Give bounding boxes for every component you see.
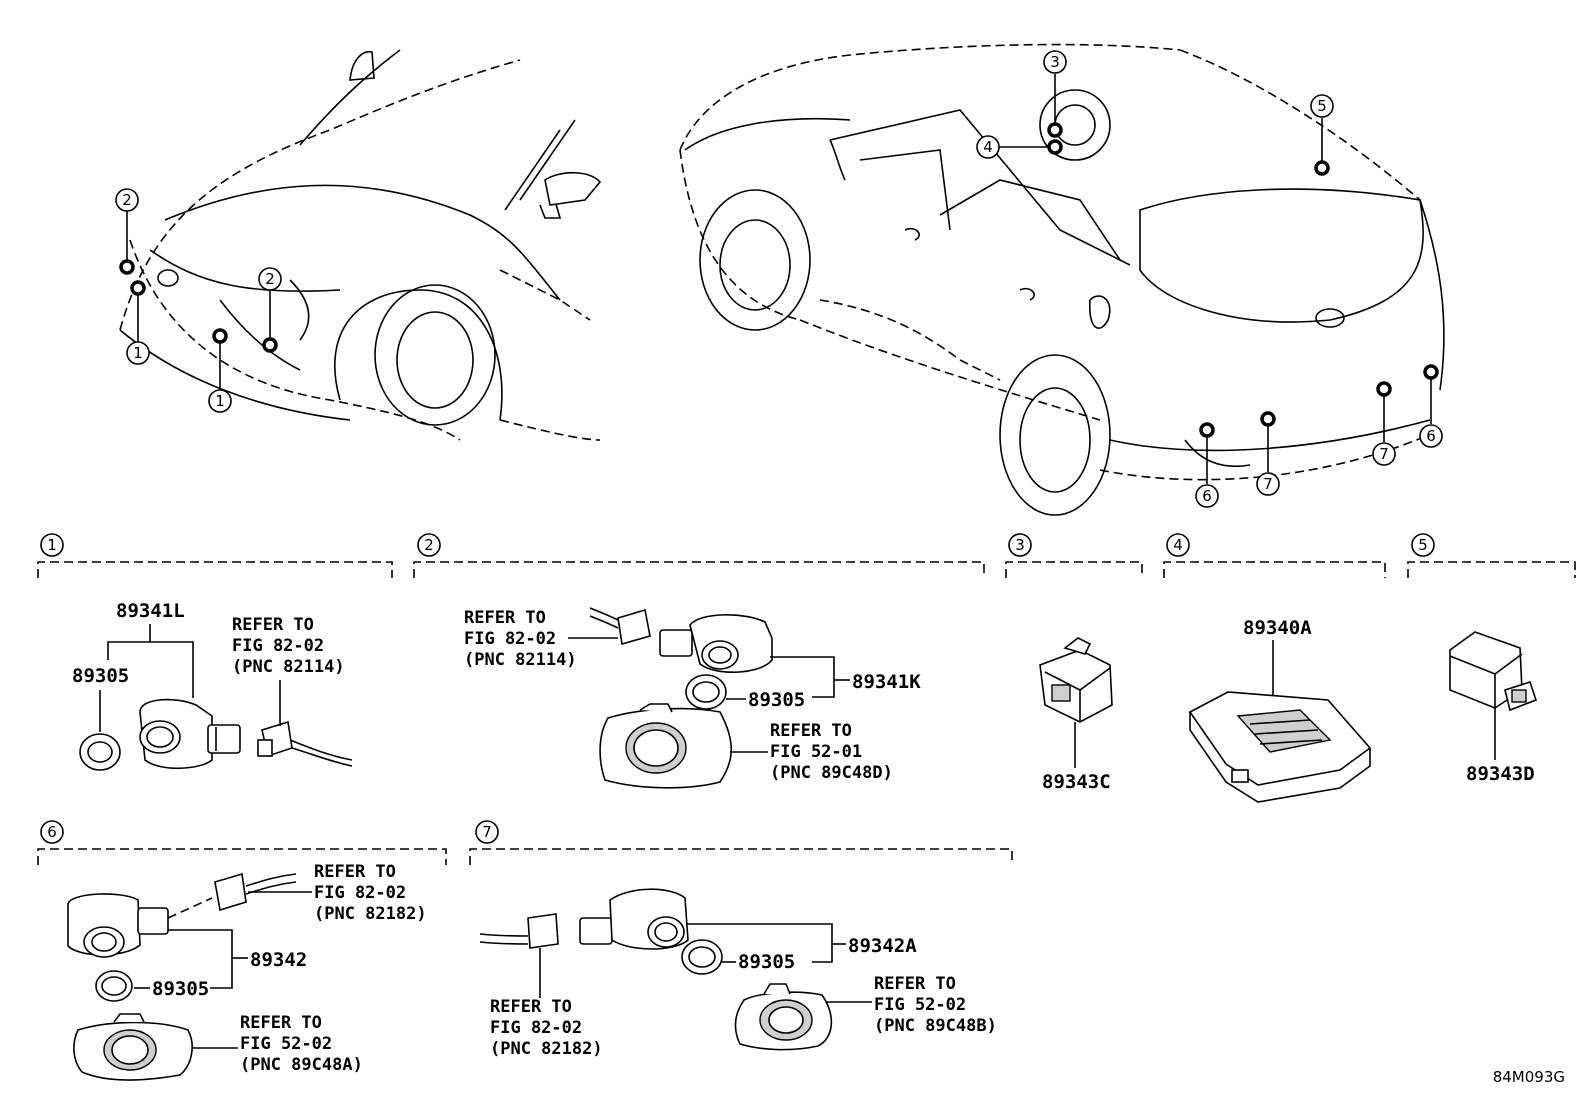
svg-text:4: 4 (1173, 536, 1183, 554)
illustration-code: 84M093G (1493, 1068, 1565, 1086)
group-bracket-6: 6 (37, 820, 447, 865)
svg-text:2: 2 (122, 191, 132, 209)
refer-g2b-line2: FIG 52-01 (770, 742, 862, 762)
sensor-location-front-center-1 (212, 328, 228, 344)
refer-g2a-line1: REFER TO (464, 608, 546, 628)
sensor-location-front-left-1 (130, 280, 146, 296)
svg-text:4: 4 (983, 138, 993, 156)
grommet-89305-g7 (681, 939, 723, 975)
refer-g6a-line1: REFER TO (314, 862, 396, 882)
label-89305-g2: 89305 (748, 689, 805, 711)
refer-g6b-line1: REFER TO (240, 1013, 322, 1033)
callout-rear-3: 3 (1043, 50, 1067, 74)
refer-g2a-line3: (PNC 82114) (464, 650, 577, 670)
svg-text:7: 7 (1379, 445, 1389, 463)
svg-text:5: 5 (1317, 97, 1327, 115)
group-bracket-2: 2 (413, 533, 985, 578)
label-89343D: 89343D (1466, 763, 1535, 785)
callout-rear-4: 4 (976, 135, 1000, 159)
refer-g1-line3: (PNC 82114) (232, 657, 345, 677)
rear-vehicle-illustration (679, 43, 1445, 516)
grommet-89305-g2 (685, 674, 727, 710)
sensor-location-rear-corner-6b (1199, 422, 1215, 438)
label-89341K: 89341K (852, 671, 921, 693)
callout-front-2b: 2 (258, 267, 282, 291)
sensor-location-rear-center-7b (1260, 411, 1276, 427)
refer-g1-line1: REFER TO (232, 615, 314, 635)
part-89343C-illustration (1039, 637, 1113, 723)
label-89342: 89342 (250, 949, 307, 971)
part-89340A-illustration (1188, 691, 1372, 803)
refer-g6b-line3: (PNC 89C48A) (240, 1055, 363, 1075)
svg-text:1: 1 (215, 392, 225, 410)
callout-rear-7a: 7 (1372, 442, 1396, 466)
label-89343C: 89343C (1042, 771, 1111, 793)
sensor-location-upper-3 (1047, 122, 1063, 138)
label-89305-g7: 89305 (738, 951, 795, 973)
refer-g7b-line2: FIG 52-02 (874, 995, 966, 1015)
callout-front-2a: 2 (115, 188, 139, 212)
sensor-location-front-left-2 (119, 259, 135, 275)
svg-text:3: 3 (1050, 53, 1060, 71)
connector-g2 (617, 608, 651, 646)
label-89341L: 89341L (116, 600, 185, 622)
refer-g7a-line3: (PNC 82182) (490, 1039, 603, 1059)
group-2-parts (589, 607, 773, 789)
svg-text:6: 6 (1426, 427, 1436, 445)
label-89340A: 89340A (1243, 617, 1312, 639)
refer-g7a-line1: REFER TO (490, 997, 572, 1017)
group-6-parts (67, 872, 297, 1081)
refer-g6b-line2: FIG 52-02 (240, 1034, 332, 1054)
group-bracket-5: 5 (1407, 533, 1576, 578)
refer-g2b-line3: (PNC 89C48D) (770, 763, 893, 783)
group-bracket-4: 4 (1163, 533, 1386, 578)
callout-rear-6a: 6 (1419, 424, 1443, 448)
svg-text:7: 7 (482, 823, 492, 841)
label-89305-g6: 89305 (152, 978, 209, 1000)
refer-g7b-line1: REFER TO (874, 974, 956, 994)
sensor-location-upper-4 (1047, 139, 1063, 155)
label-89305-g1: 89305 (72, 665, 129, 687)
refer-g7a-line2: FIG 82-02 (490, 1018, 582, 1038)
callout-rear-6b: 6 (1195, 484, 1219, 508)
grommet-89305-g1 (79, 733, 121, 771)
part-89343D-illustration (1449, 631, 1538, 712)
svg-text:1: 1 (133, 344, 143, 362)
group-1-parts (79, 698, 353, 771)
sensor-location-rear-window-5 (1314, 160, 1330, 176)
svg-text:5: 5 (1418, 536, 1428, 554)
svg-text:6: 6 (1202, 487, 1212, 505)
svg-text:1: 1 (47, 536, 57, 554)
refer-g1-line2: FIG 82-02 (232, 636, 324, 656)
svg-text:3: 3 (1015, 536, 1025, 554)
group-bracket-7: 7 (469, 820, 1013, 865)
svg-text:6: 6 (47, 823, 57, 841)
group-bracket-3: 3 (1005, 533, 1143, 578)
callout-rear-5: 5 (1310, 94, 1334, 118)
connector-g6 (214, 872, 247, 912)
sensor-location-rear-center-7a (1376, 381, 1392, 397)
callout-front-1b: 1 (208, 389, 232, 413)
refer-g7b-line3: (PNC 89C48B) (874, 1016, 997, 1036)
sensor-location-rear-corner-6a (1423, 364, 1439, 380)
group-7-parts (479, 888, 833, 1051)
grommet-89305-g6 (95, 970, 133, 1002)
refer-g2a-line2: FIG 82-02 (464, 629, 556, 649)
connector-g7 (527, 913, 559, 949)
callout-front-1a: 1 (126, 341, 150, 365)
svg-text:7: 7 (1263, 475, 1273, 493)
front-vehicle-illustration (119, 49, 602, 441)
refer-g2b-line1: REFER TO (770, 721, 852, 741)
callout-rear-7b: 7 (1256, 472, 1280, 496)
sensor-location-front-center-2 (262, 337, 278, 353)
label-89342A: 89342A (848, 935, 917, 957)
svg-text:2: 2 (424, 536, 434, 554)
group-bracket-1: 1 (37, 533, 393, 578)
refer-g6a-line2: FIG 82-02 (314, 883, 406, 903)
refer-g6a-line3: (PNC 82182) (314, 904, 427, 924)
svg-text:2: 2 (265, 270, 275, 288)
